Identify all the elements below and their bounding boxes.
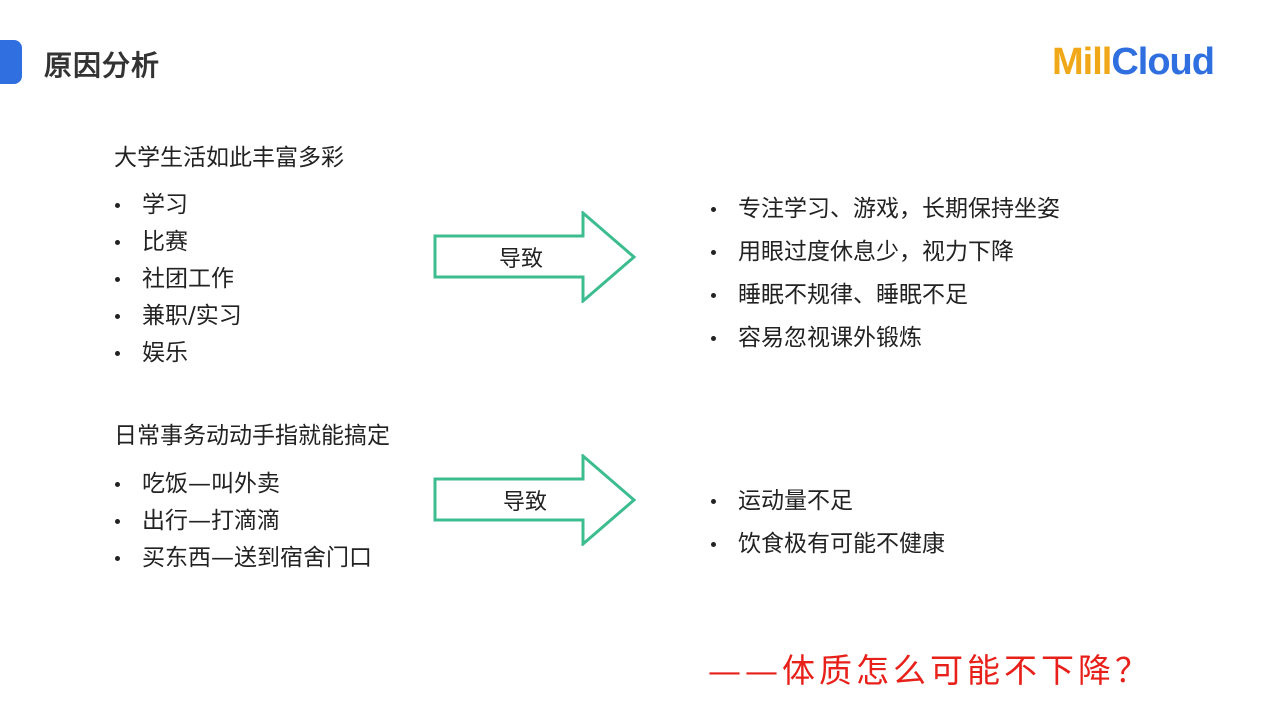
section2-heading: 日常事务动动手指就能搞定 <box>114 423 390 449</box>
section1-heading: 大学生活如此丰富多彩 <box>114 145 344 171</box>
list-item: 社团工作 <box>112 261 242 298</box>
section1-arrow-label: 导致 <box>498 247 543 272</box>
list-item: 容易忽视课外锻炼 <box>708 317 1060 360</box>
list-item: 出行—打滴滴 <box>112 503 372 540</box>
section1-effect-list: 专注学习、游戏，长期保持坐姿 用眼过度休息少，视力下降 睡眠不规律、睡眠不足 容… <box>708 188 1060 360</box>
list-item: 睡眠不规律、睡眠不足 <box>708 274 1060 317</box>
list-item: 专注学习、游戏，长期保持坐姿 <box>708 188 1060 231</box>
conclusion-text: ——体质怎么可能不下降？ <box>708 651 1152 690</box>
list-item: 娱乐 <box>112 335 242 372</box>
title-accent-bar <box>0 40 22 84</box>
list-item: 吃饭—叫外卖 <box>112 466 372 503</box>
list-item: 兼职/实习 <box>112 298 242 335</box>
list-item: 用眼过度休息少，视力下降 <box>708 231 1060 274</box>
list-item: 比赛 <box>112 224 242 261</box>
section2-arrow-label: 导致 <box>502 490 547 515</box>
list-item: 学习 <box>112 187 242 224</box>
page-title: 原因分析 <box>44 49 161 82</box>
millcloud-logo: MillCloud <box>1052 41 1215 83</box>
list-item: 饮食极有可能不健康 <box>708 523 945 566</box>
section2-effect-list: 运动量不足 饮食极有可能不健康 <box>708 480 945 566</box>
list-item: 运动量不足 <box>708 480 945 523</box>
section1-cause-list: 学习 比赛 社团工作 兼职/实习 娱乐 <box>112 187 242 372</box>
section1-arrow-icon: 导致 <box>433 211 637 303</box>
section2-arrow-icon: 导致 <box>433 454 637 546</box>
list-item: 买东西—送到宿舍门口 <box>112 540 372 577</box>
section2-cause-list: 吃饭—叫外卖 出行—打滴滴 买东西—送到宿舍门口 <box>112 466 372 577</box>
